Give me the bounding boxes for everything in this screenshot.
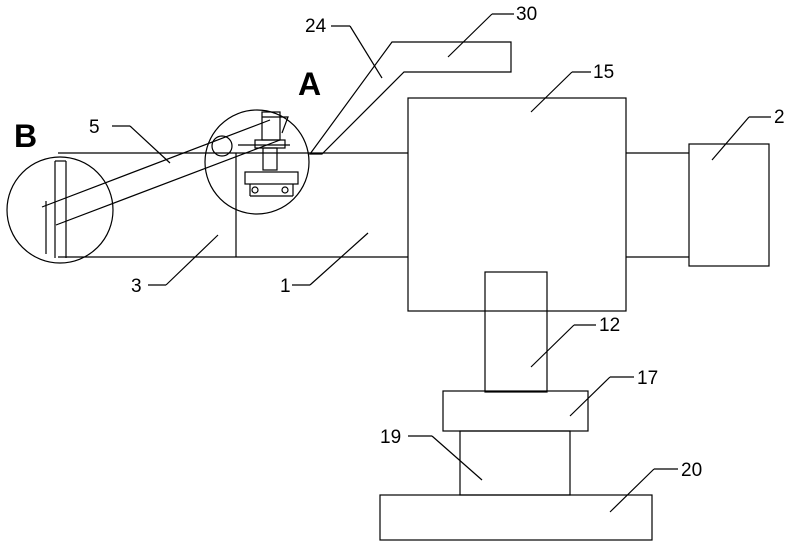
label-19: 19	[380, 427, 401, 448]
label-30: 30	[516, 4, 537, 25]
inclined-lever	[42, 120, 280, 225]
detail-label-a: A	[298, 66, 321, 102]
end-block	[689, 144, 769, 266]
label-17: 17	[637, 368, 658, 389]
leader-lines	[112, 14, 771, 512]
label-20: 20	[681, 460, 702, 481]
central-box	[408, 98, 626, 311]
right-beam	[626, 153, 689, 257]
label-2: 2	[774, 107, 785, 128]
label-24: 24	[305, 16, 327, 37]
collar	[443, 391, 588, 431]
label-1: 1	[280, 276, 291, 297]
label-15: 15	[593, 62, 614, 83]
base-plate	[380, 495, 652, 540]
label-3: 3	[131, 276, 142, 297]
lower-column	[460, 431, 570, 495]
label-12: 12	[599, 315, 620, 336]
vertical-column	[485, 272, 547, 392]
detail-label-b: B	[14, 118, 37, 154]
label-5: 5	[89, 117, 100, 138]
main-beam	[58, 153, 408, 257]
